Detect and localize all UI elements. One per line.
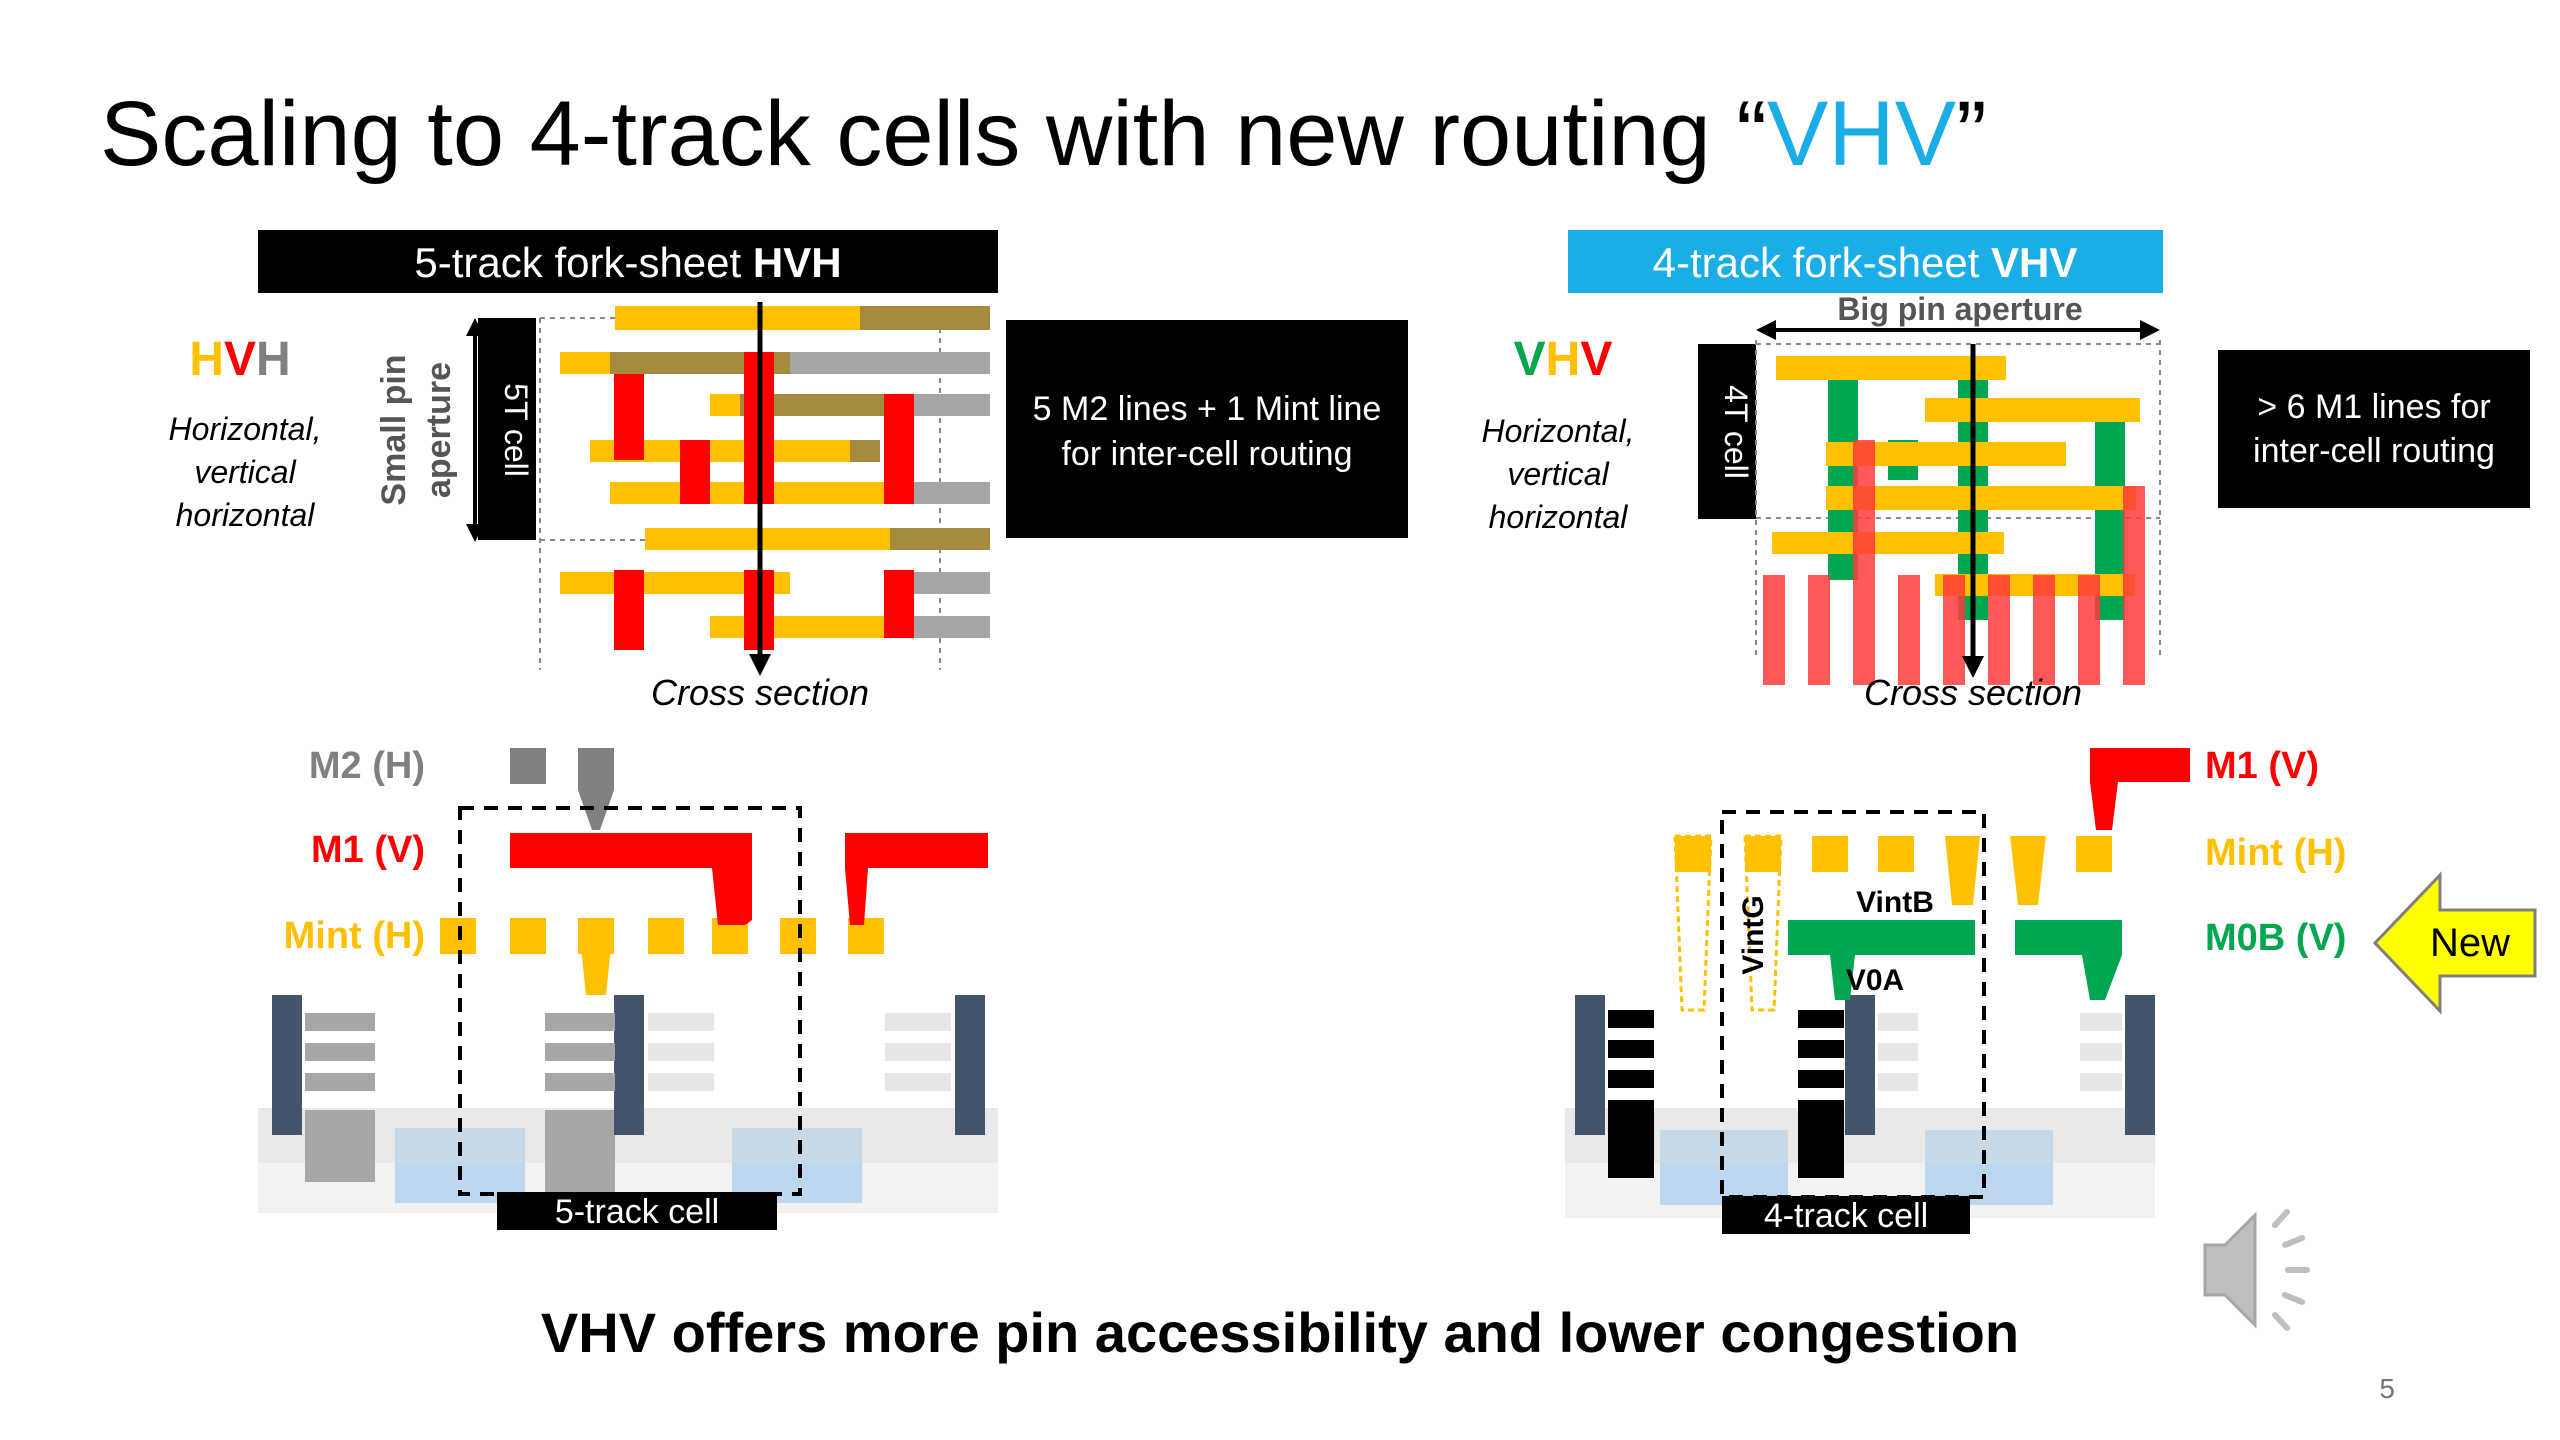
left-cross-section-label: Cross section <box>651 672 869 713</box>
right-cell-height-bar <box>1698 344 1756 519</box>
left-cell-height-bar <box>478 318 536 540</box>
left-legend-desc-2: vertical <box>194 454 296 490</box>
left-layer-label-m2: M2 (H) <box>309 745 425 787</box>
left-legend-desc-1: Horizontal, <box>169 411 322 447</box>
left-info-box <box>1006 320 1408 538</box>
right-cross-section-label: Cross section <box>1864 672 2082 713</box>
left-overlap-lines <box>610 306 990 550</box>
via-label-vintb: VintB <box>1856 886 1934 919</box>
left-legend-letters: HVH <box>189 333 290 386</box>
right-info-line-2: inter-cell routing <box>2253 432 2495 470</box>
speaker-icon[interactable] <box>2203 1209 2310 1331</box>
right-cell-label: 4-track cell <box>1764 1197 1928 1235</box>
left-cell-label: 5-track cell <box>555 1193 719 1231</box>
big-pin-label: Big pin aperture <box>1837 291 2082 327</box>
right-info-line-1: > 6 M1 lines for <box>2257 388 2490 426</box>
title-highlight: VHV <box>1767 83 1956 185</box>
via-label-v0a: V0A <box>1846 964 1904 997</box>
new-arrow-icon: New <box>2372 871 2537 1015</box>
left-header: 5-track fork-sheet HVH <box>414 239 841 286</box>
left-panel: 5-track fork-sheet HVH HVH Horizontal, v… <box>169 230 1408 1231</box>
slide-title: Scaling to 4-track cells with new routin… <box>100 83 1987 185</box>
right-panel: 4-track fork-sheet VHV VHV Horizontal, v… <box>1482 230 2537 1235</box>
left-cross-section: 5-track cell <box>258 748 998 1231</box>
right-layer-label-mint: Mint (H) <box>2205 832 2346 874</box>
left-info-line-1: 5 M2 lines + 1 Mint line <box>1033 390 1382 428</box>
right-header: 4-track fork-sheet VHV <box>1653 239 2078 286</box>
via-label-vintg: VintG <box>1737 895 1770 974</box>
right-legend-desc-2: vertical <box>1507 456 1609 492</box>
right-header-bg <box>1568 230 2163 293</box>
right-cell-height-label: 4T cell <box>1718 385 1754 479</box>
left-header-bg <box>258 230 998 293</box>
bottom-caption: VHV offers more pin accessibility and lo… <box>541 1301 2019 1364</box>
right-mint-lines <box>1772 356 2140 596</box>
right-legend-letters: VHV <box>1514 333 1613 386</box>
right-legend-desc-1: Horizontal, <box>1482 413 1635 449</box>
left-cell-height-label: 5T cell <box>498 383 534 477</box>
right-legend-desc-3: horizontal <box>1489 499 1629 535</box>
page-number: 5 <box>2379 1373 2395 1404</box>
left-legend-desc-3: horizontal <box>176 497 316 533</box>
left-layer-label-mint: Mint (H) <box>284 915 425 957</box>
right-m1-lines <box>1763 440 2145 685</box>
small-pin-label-1: Small pin <box>375 354 413 505</box>
right-info-box <box>2218 350 2530 508</box>
left-layer-label-m1: M1 (V) <box>311 829 425 871</box>
new-arrow-label: New <box>2430 921 2510 965</box>
right-cross-section: VintB VintG V0A 4-track cell <box>1565 748 2190 1235</box>
right-layer-label-m1: M1 (V) <box>2205 745 2319 787</box>
right-layer-label-m0b: M0B (V) <box>2205 917 2346 959</box>
small-pin-label-2: aperture <box>420 362 458 498</box>
left-info-line-2: for inter-cell routing <box>1061 435 1352 473</box>
